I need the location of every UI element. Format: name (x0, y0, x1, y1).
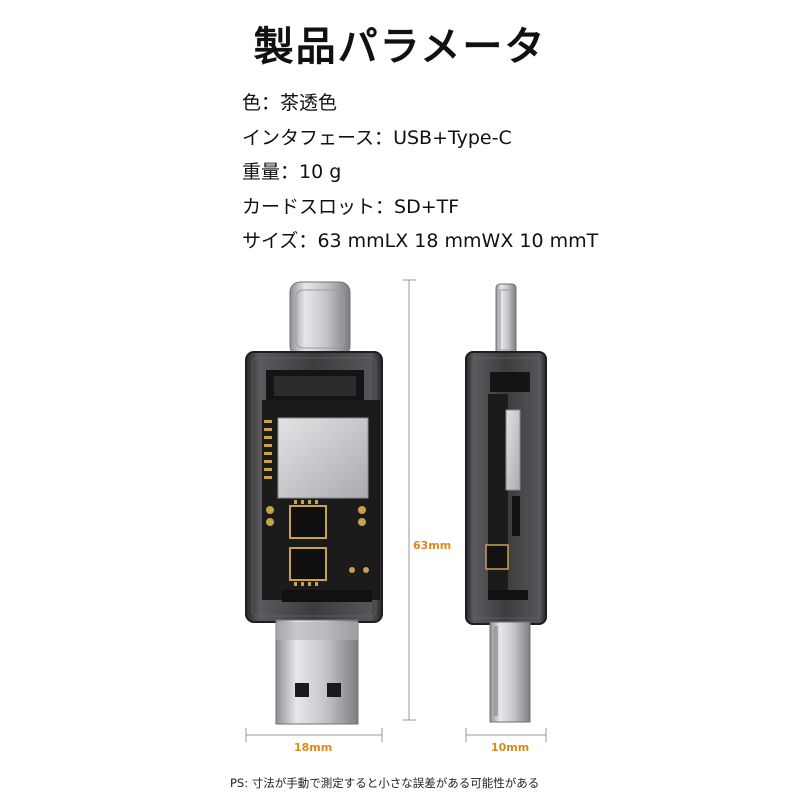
spec-label: カードスロット： (242, 195, 395, 218)
height-dimension-label: 63mm (413, 539, 452, 552)
type-c-connector-side (495, 283, 517, 357)
spec-value: USB+Type-C (393, 126, 512, 149)
type-c-connector (289, 281, 351, 357)
width-dimension-label: 18mm (294, 741, 333, 754)
front-view-device (245, 281, 383, 725)
page-title: 製品パラメータ (253, 24, 547, 70)
measurement-note: PS: 寸法が手動で測定すると小さな誤差がある可能性がある (230, 776, 540, 790)
spec-color: 色：茶透色 (242, 86, 598, 121)
spec-label: インタフェース： (242, 126, 394, 149)
spec-weight: 重量：10 g (242, 155, 598, 190)
spec-list: 色：茶透色 インタフェース：USB+Type-C 重量：10 g カードスロット… (242, 86, 598, 259)
spec-value: 63 mmLX 18 mmWX 10 mmT (317, 230, 599, 252)
dimension-lines (245, 279, 547, 742)
spec-value: 茶透色 (280, 92, 338, 114)
side-view-device (465, 283, 547, 723)
spec-card-slot: カードスロット：SD+TF (242, 190, 598, 225)
memory-chip (289, 547, 327, 581)
spec-label: 色： (242, 92, 281, 114)
spec-label: サイズ： (242, 230, 318, 252)
card-slot-cover (277, 417, 369, 499)
spec-value: SD+TF (394, 195, 460, 218)
controller-chip (289, 505, 327, 539)
spec-size: サイズ：63 mmLX 18 mmWX 10 mmT (242, 224, 598, 259)
spec-interface: インタフェース：USB+Type-C (242, 121, 598, 156)
spec-value: 10 g (299, 161, 342, 183)
spec-label: 重量： (242, 161, 300, 183)
thickness-dimension-label: 10mm (491, 741, 530, 754)
